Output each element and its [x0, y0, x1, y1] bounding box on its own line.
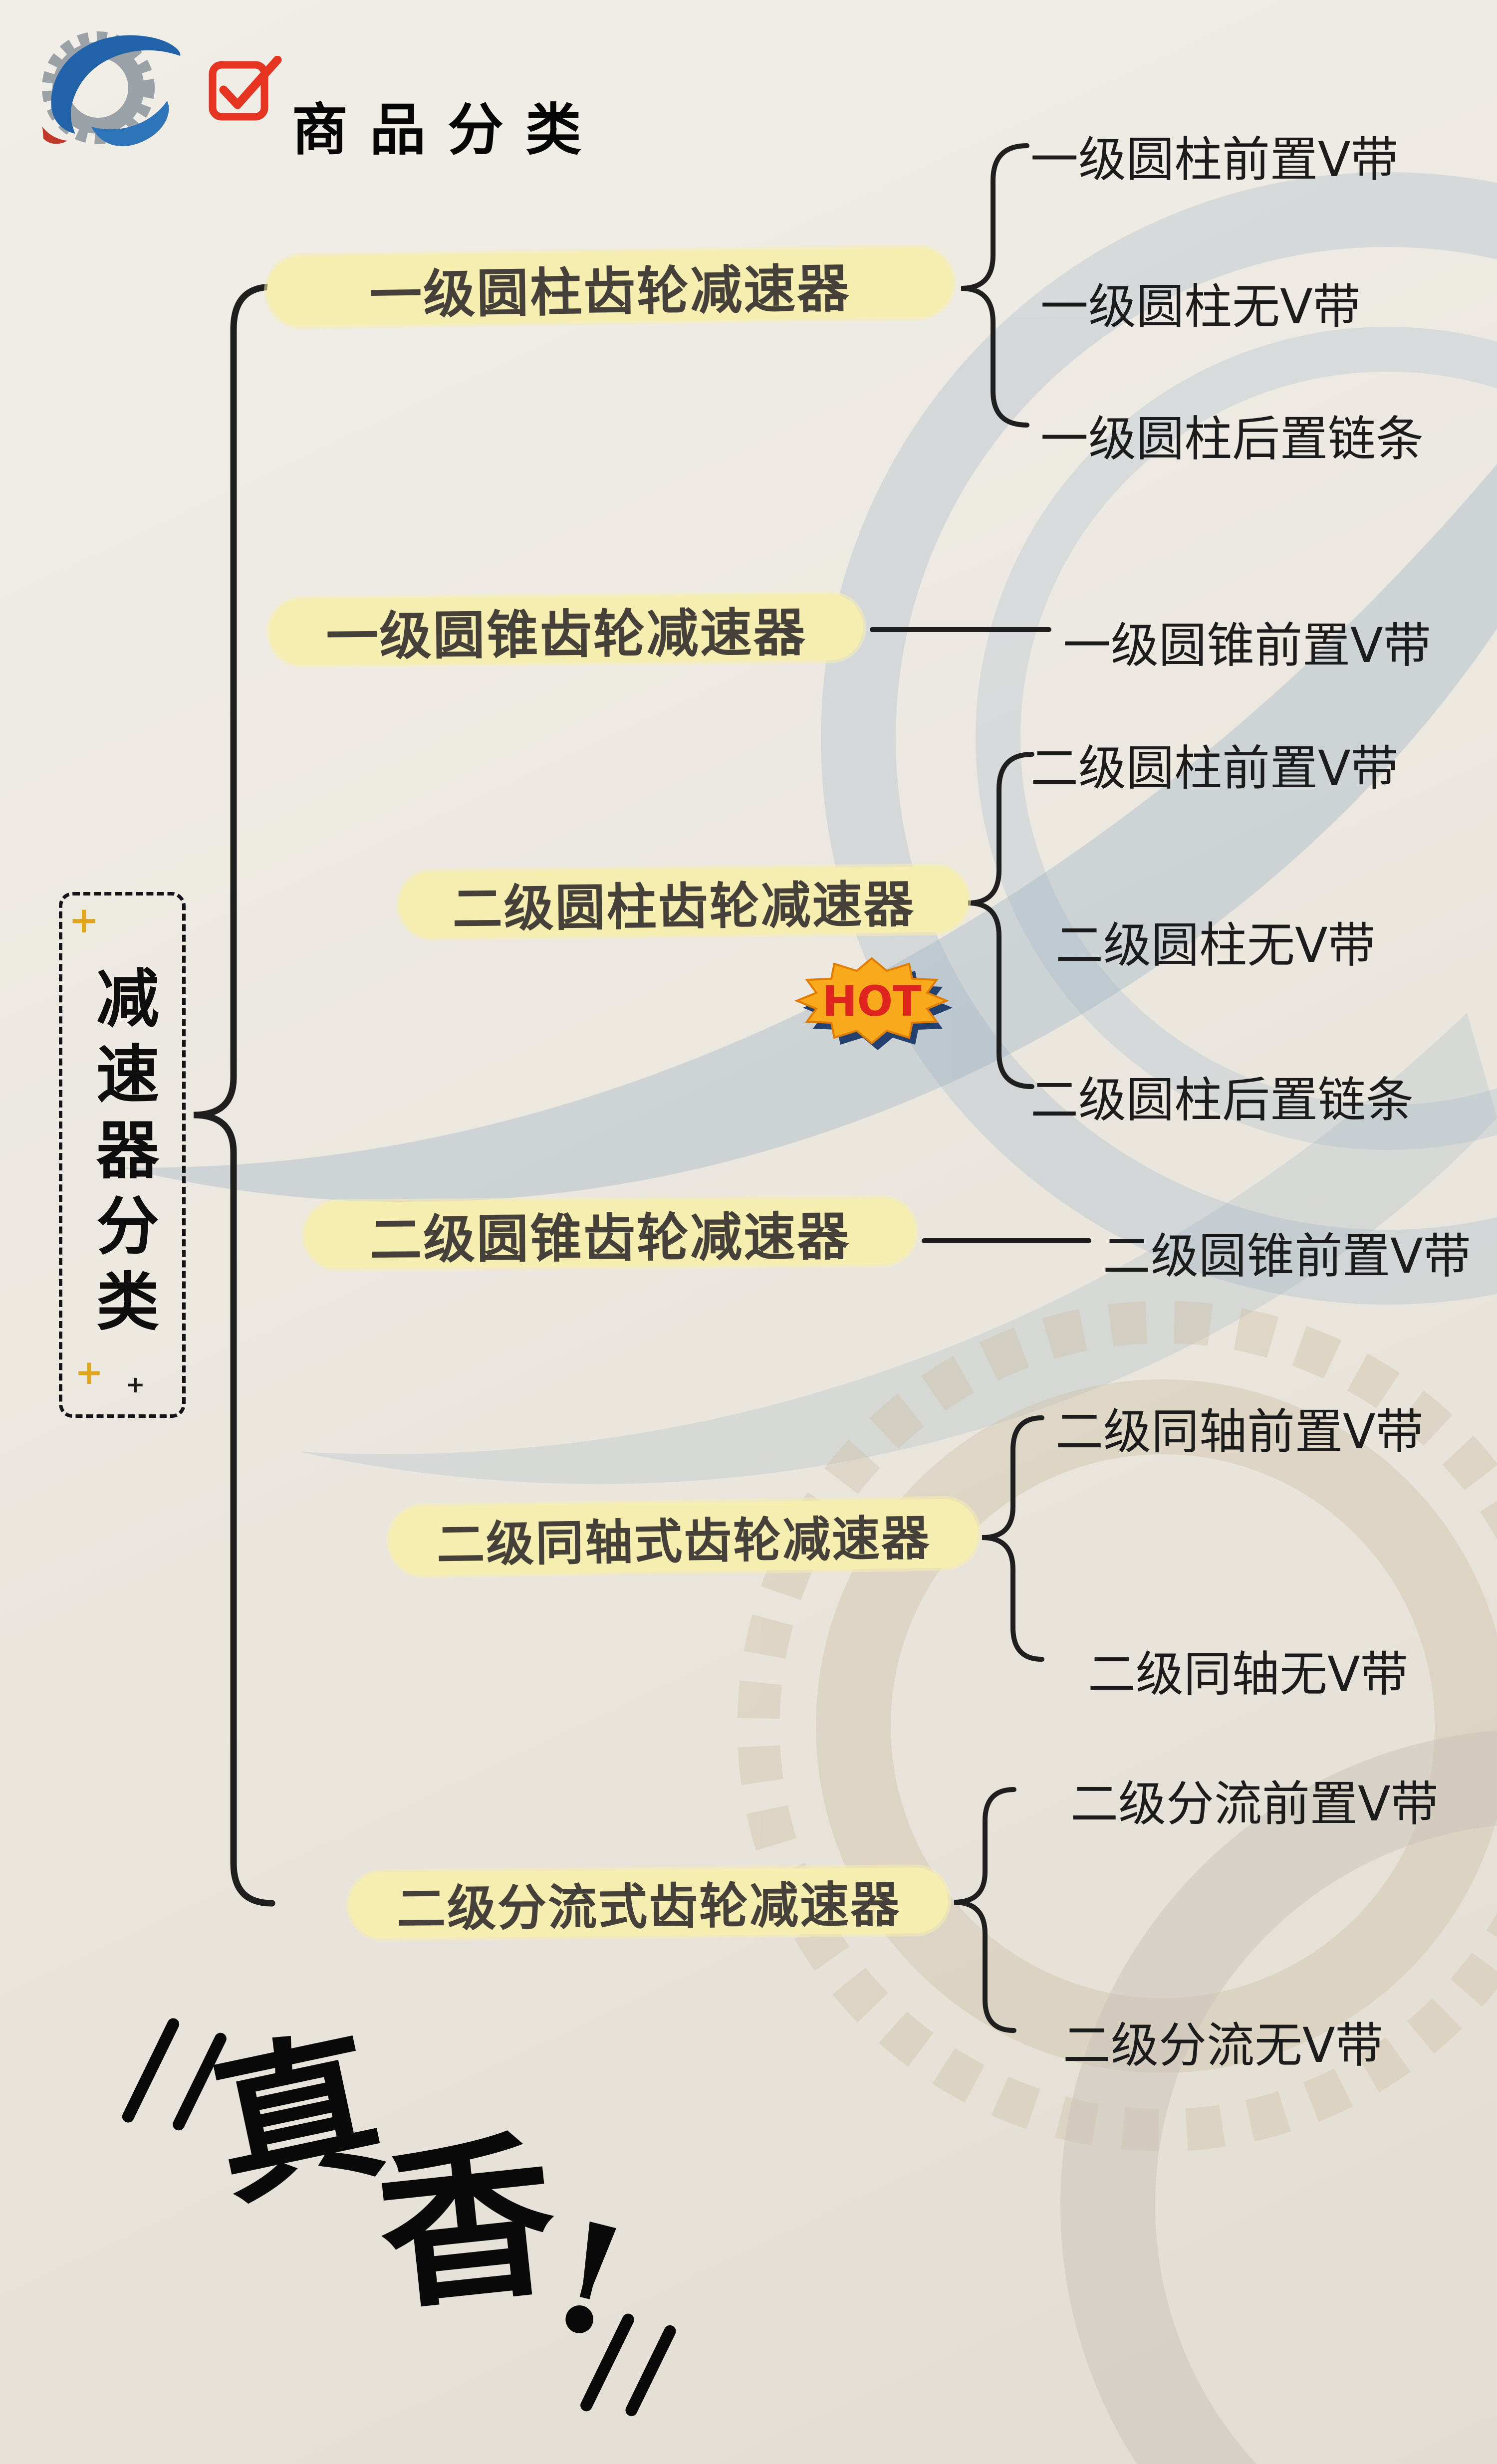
tree-leaf: 二级分流无V带	[1063, 2017, 1383, 2073]
category-node-1: 一级圆柱齿轮减速器	[266, 247, 954, 327]
tree-leaf: 二级同轴无V带	[1088, 1646, 1408, 1702]
handwriting-char: 真	[196, 2006, 398, 2230]
tree-leaf: 一级圆柱后置链条	[1040, 411, 1424, 467]
category-node-label: 二级分流式齿轮减速器	[396, 1876, 901, 1938]
root-node: 减速器分类	[59, 892, 186, 1418]
node1-brace	[961, 143, 1029, 428]
sparkle-plus-icon: +	[69, 899, 99, 941]
category-node-label: 二级同轴式齿轮减速器	[436, 1510, 931, 1573]
tree-leaf: 二级圆锥前置V带	[1103, 1228, 1471, 1284]
hot-badge-label: HOT	[822, 977, 921, 1026]
page-title: 商品分类	[292, 98, 603, 163]
handwriting-char: 香	[369, 2111, 565, 2335]
node5-brace	[982, 1415, 1044, 1662]
category-node-label: 一级圆锥齿轮减速器	[326, 602, 807, 667]
tree-leaf: 二级圆柱后置链条	[1030, 1072, 1414, 1128]
category-node-label: 二级圆柱齿轮减速器	[452, 875, 916, 938]
sparkle-plus-icon: +	[75, 1353, 103, 1392]
category-node-3: 二级圆柱齿轮减速器	[399, 866, 969, 938]
sparkle-plus-icon: +	[126, 1371, 145, 1398]
tree-leaf: 一级圆柱无V带	[1040, 279, 1361, 335]
category-node-label: 二级圆锥齿轮减速器	[369, 1206, 851, 1270]
tree-leaf: 二级圆柱前置V带	[1030, 740, 1399, 796]
category-node-label: 一级圆柱齿轮减速器	[369, 257, 851, 326]
company-logo-icon	[22, 9, 182, 156]
tree-leaf: 二级同轴前置V带	[1055, 1404, 1424, 1460]
tree-leaf: 一级圆锥前置V带	[1063, 618, 1431, 673]
root-brace	[193, 283, 275, 1907]
tree-leaf: 二级圆柱无V带	[1055, 917, 1376, 973]
node3-brace	[968, 752, 1034, 1089]
brush-slash-mark	[623, 2323, 678, 2419]
hot-badge: HOT	[794, 957, 959, 1056]
node6-brace	[954, 1787, 1016, 2033]
category-node-4: 二级圆锥齿轮减速器	[304, 1198, 916, 1270]
checkbox-icon	[209, 55, 283, 123]
root-node-label: 减速器分类	[86, 965, 159, 1344]
category-node-2: 一级圆锥齿轮减速器	[269, 594, 864, 667]
category-node-6: 二级分流式齿轮减速器	[349, 1867, 949, 1939]
tree-leaf: 一级圆柱前置V带	[1030, 132, 1399, 188]
category-node-5: 二级同轴式齿轮减速器	[389, 1498, 979, 1576]
tree-leaf: 二级分流前置V带	[1070, 1776, 1439, 1832]
brush-slash-mark	[120, 2016, 182, 2125]
